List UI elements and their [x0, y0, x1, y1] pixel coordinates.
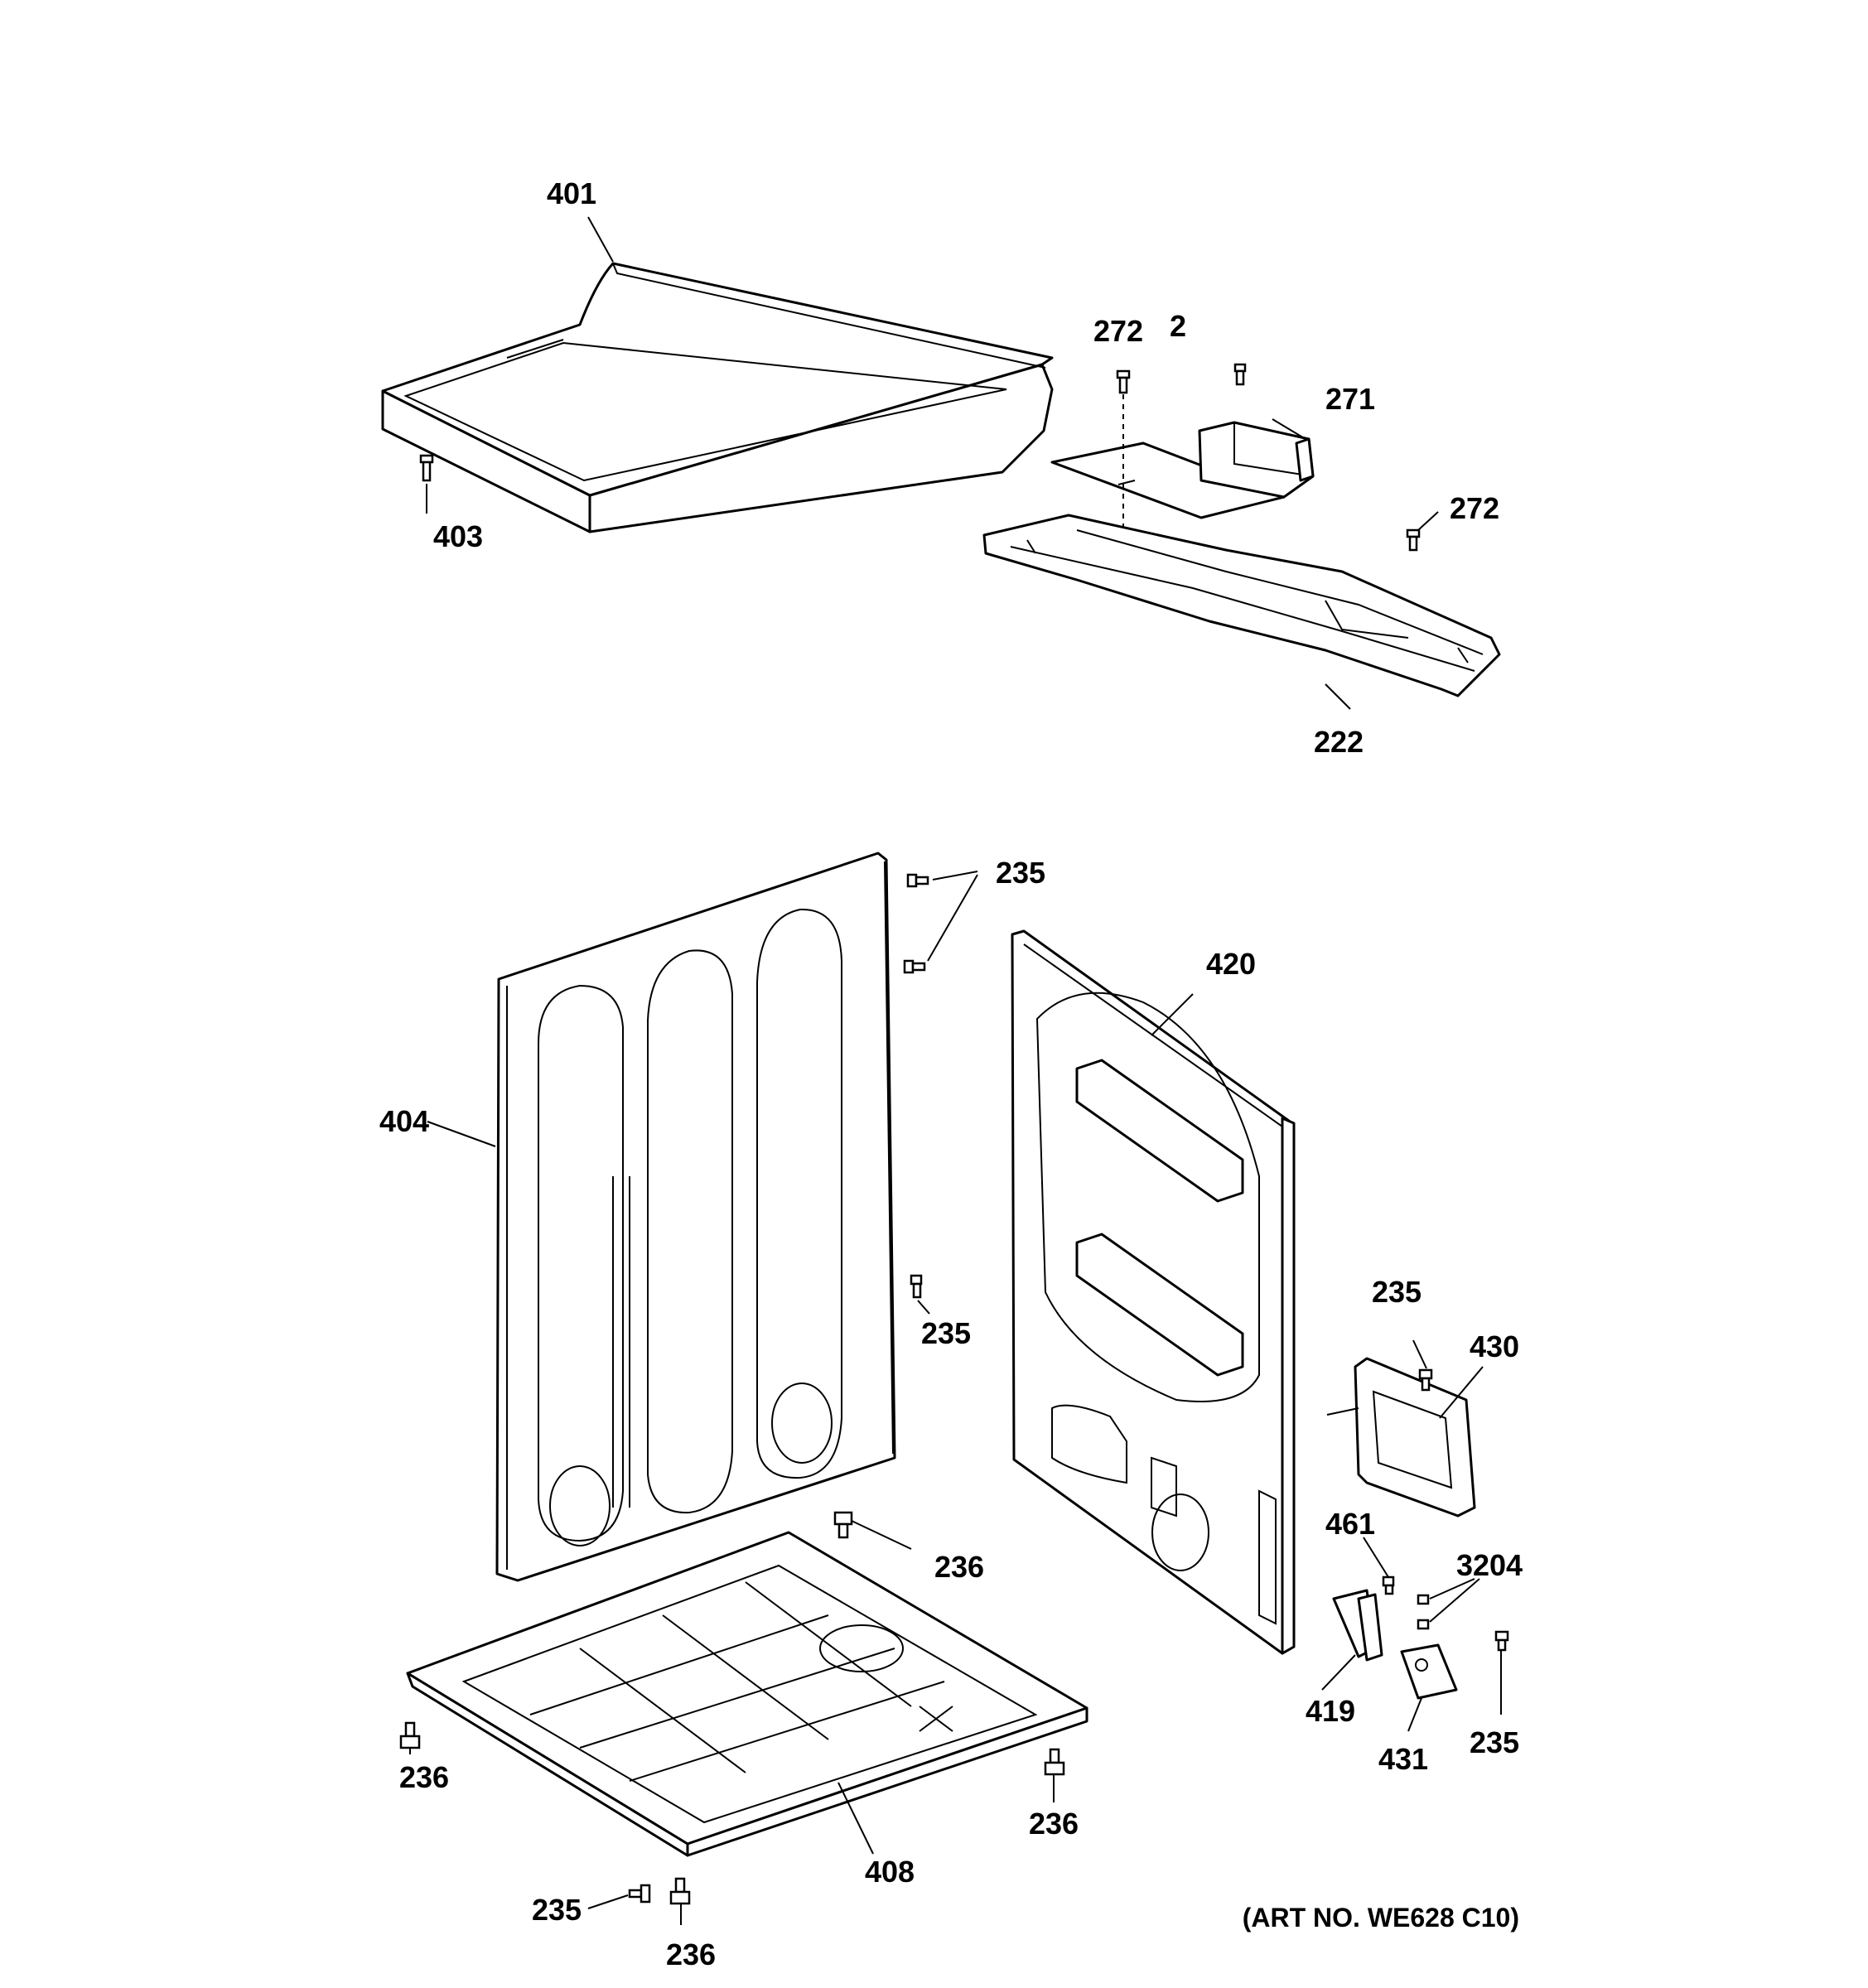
label-420: 420	[1206, 947, 1256, 981]
bracket-431	[1400, 1643, 1458, 1700]
label-236-left: 236	[399, 1760, 449, 1794]
side-panel-404	[495, 852, 896, 1582]
screw-235-top-b	[903, 959, 926, 974]
label-431: 431	[1378, 1742, 1428, 1776]
front-panel-420	[1011, 929, 1296, 1655]
screws-3204	[1417, 1594, 1430, 1630]
screw-2	[1233, 363, 1247, 386]
base-408	[406, 1531, 1088, 1857]
screw-235-top-a	[906, 873, 929, 888]
top-frame-rail-222	[982, 514, 1501, 697]
leveling-leg-236-left	[399, 1721, 421, 1749]
screw-461	[1382, 1575, 1395, 1595]
label-401: 401	[547, 176, 596, 210]
label-236-top: 236	[934, 1550, 984, 1584]
label-461: 461	[1325, 1507, 1375, 1541]
label-236-bottom: 236	[666, 1937, 716, 1971]
leveling-leg-236-bottom	[669, 1877, 691, 1905]
screw-235-bracket	[1494, 1630, 1509, 1652]
label-235-mid: 235	[921, 1316, 971, 1350]
access-cover-430	[1326, 1357, 1476, 1518]
label-235-top: 235	[996, 856, 1045, 890]
label-408: 408	[865, 1855, 915, 1889]
art-number: (ART NO. WE628 C10)	[1243, 1903, 1519, 1933]
label-271: 271	[1325, 382, 1375, 416]
leader-lines	[409, 216, 1502, 1925]
control-panel-bracket	[1050, 421, 1315, 519]
label-236-right: 236	[1029, 1807, 1079, 1841]
label-419: 419	[1306, 1694, 1355, 1728]
label-430: 430	[1470, 1329, 1519, 1363]
screw-272-upper	[1116, 369, 1131, 394]
screw-235-bottom	[628, 1884, 651, 1904]
leveling-leg-236-top	[833, 1511, 853, 1539]
top-panel	[381, 262, 1054, 533]
label-2: 2	[1170, 309, 1186, 343]
label-235-door: 235	[1372, 1275, 1422, 1309]
screw-235-mid	[910, 1274, 923, 1299]
screw-235-door	[1418, 1368, 1433, 1392]
screw-272-right	[1406, 528, 1421, 552]
screw-403	[419, 454, 434, 482]
label-272-upper: 272	[1093, 314, 1143, 348]
label-235-bracket: 235	[1470, 1725, 1519, 1759]
bracket-419	[1332, 1589, 1383, 1662]
label-222: 222	[1314, 725, 1364, 759]
label-404: 404	[379, 1104, 429, 1138]
label-403: 403	[433, 519, 483, 553]
leveling-leg-236-right	[1044, 1748, 1065, 1776]
label-235-bottom: 235	[532, 1893, 582, 1927]
label-272-right: 272	[1450, 491, 1499, 525]
label-3204: 3204	[1456, 1548, 1523, 1582]
